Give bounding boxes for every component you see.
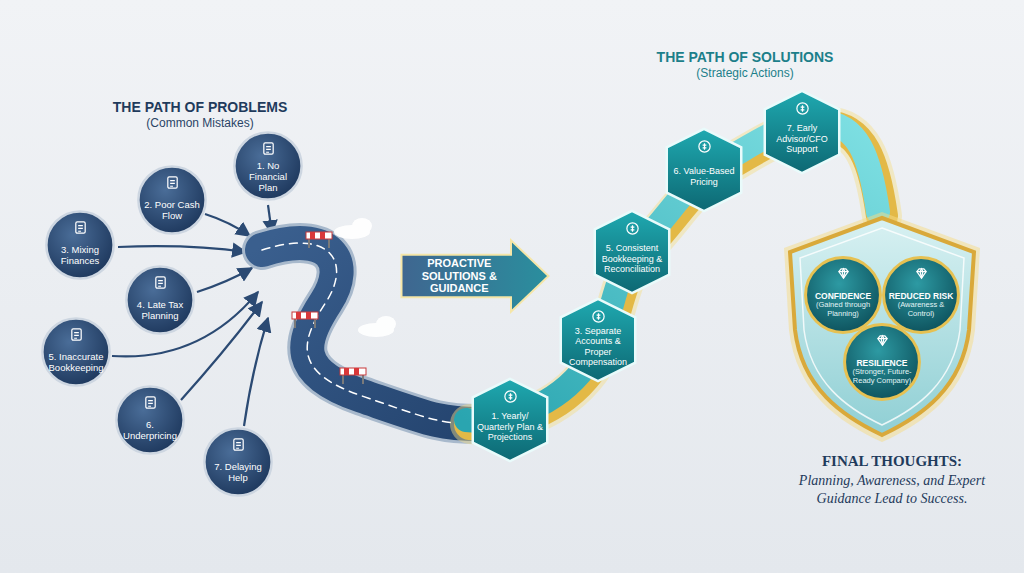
shape-fill [126,266,193,333]
shape-fill [138,166,205,233]
node-label: CONFIDENCE [815,292,871,302]
problem-circle: 6. Underpricing [115,385,185,455]
benefit-circle: REDUCED RISK(Awareness & Control) [882,256,960,334]
node-label: 6. Underpricing [121,420,180,442]
pointer-arrow [197,268,252,292]
shape-fill [46,211,113,278]
problem-circle: 5. Inaccurate Bookkeeping [41,317,111,387]
shape-fill [765,91,839,173]
solution-hexagon: 7. Early Advisor/CFO Support [764,90,840,174]
node-icon [69,327,84,342]
node-content: PROACTIVE SOLUTIONS & GUIDANCE [408,252,512,301]
node-icon [73,220,88,235]
node-label: 3. Separate Accounts & Proper Compensati… [565,326,632,367]
node-label: 1. No Financial Plan [239,161,298,194]
section-subheading: (Strategic Actions) [630,66,860,82]
shape-fill [42,318,109,385]
final-thoughts-heading: FINAL THOUGHTS: [767,452,1017,472]
node-label: 4. Late Tax Planning [131,300,190,322]
node-label: REDUCED RISK [889,292,954,302]
node-label: 5. Consistent Bookkeeping & Reconciliati… [599,243,666,274]
problem-circle: 3. Mixing Finances [45,210,115,280]
node-label: 1. Yearly/ Quarterly Plan & Projections [477,411,544,442]
node-icon [625,221,640,236]
node-content: 4. Late Tax Planning [131,293,190,329]
node-content: 6. Value-Based Pricing [671,155,738,199]
shape-fill [806,258,881,333]
benefit-circle: RESILIENCE(Stronger, Future-Ready Compan… [843,323,921,401]
final-thoughts-text: Planning, Awareness, and Expert Guidance… [772,472,1012,508]
node-icon [153,275,168,290]
node-icon [795,101,810,116]
node-icon [697,139,712,154]
shape-fill [473,379,547,461]
pointer-arrow [181,302,262,400]
node-label: 3. Mixing Finances [51,245,110,267]
node-label: 7. Early Advisor/CFO Support [769,123,836,154]
node-label: RESILIENCE [856,359,907,369]
shape-fill [884,258,959,333]
shape-fill [402,240,549,311]
node-sublabel: (Awareness & Control) [888,301,954,318]
solution-hexagon: 6. Value-Based Pricing [666,128,742,212]
node-label: 6. Value-Based Pricing [671,166,738,187]
node-content: 1. No Financial Plan [239,159,298,195]
problem-circle: 2. Poor Cash Flow [137,165,207,235]
shape-fill [667,129,741,211]
pointer-arrow [244,318,268,426]
node-content: 6. Underpricing [121,413,180,449]
pointer-arrow [205,214,250,236]
guidance-arrow: PROACTIVE SOLUTIONS & GUIDANCE [400,238,550,314]
shape-fill [204,428,271,495]
node-label: PROACTIVE SOLUTIONS & GUIDANCE [408,257,512,295]
node-content: REDUCED RISK(Awareness & Control) [888,284,954,326]
benefit-circle: CONFIDENCE(Gained through Planning) [804,256,882,334]
problem-circle: 1. No Financial Plan [233,131,303,201]
shield [784,212,980,442]
node-icon [261,141,276,156]
node-icon [165,175,180,190]
node-content: 7. Early Advisor/CFO Support [769,117,836,161]
problem-circle: 7. Delaying Help [203,427,273,497]
node-label: 5. Inaccurate Bookkeeping [47,352,106,374]
node-icon [914,266,929,281]
node-content: 1. Yearly/ Quarterly Plan & Projections [477,405,544,449]
solution-hexagon: 3. Separate Accounts & Proper Compensati… [560,298,636,382]
solution-hexagon: 5. Consistent Bookkeeping & Reconciliati… [594,210,670,294]
node-content: 3. Separate Accounts & Proper Compensati… [565,325,632,369]
section-heading: THE PATH OF SOLUTIONS [630,48,860,66]
node-content: CONFIDENCE(Gained through Planning) [810,284,876,326]
node-label: 2. Poor Cash Flow [143,200,202,222]
node-content: 2. Poor Cash Flow [143,193,202,229]
road-barriers [292,232,366,384]
shape-fill [561,299,635,381]
shape-fill [845,325,920,400]
node-label: 7. Delaying Help [209,462,268,484]
node-content: 7. Delaying Help [209,455,268,491]
node-icon [875,333,890,348]
clouds [334,218,396,337]
section-subheading: (Common Mistakes) [90,116,310,132]
node-icon [143,395,158,410]
node-sublabel: (Stronger, Future-Ready Company) [849,368,915,385]
node-content: 5. Consistent Bookkeeping & Reconciliati… [599,237,666,281]
shape-fill [595,211,669,293]
node-content: 3. Mixing Finances [51,238,110,274]
node-icon [231,437,246,452]
problem-circle: 4. Late Tax Planning [125,265,195,335]
section-heading: THE PATH OF PROBLEMS [90,98,310,116]
solution-hexagon: 1. Yearly/ Quarterly Plan & Projections [472,378,548,462]
node-icon [503,389,518,404]
pointer-arrow [118,246,246,252]
shape-fill [116,386,183,453]
node-content: 5. Inaccurate Bookkeeping [47,345,106,381]
node-sublabel: (Gained through Planning) [810,301,876,318]
shape-fill [234,132,301,199]
node-icon [836,266,851,281]
node-icon [591,309,606,324]
node-content: RESILIENCE(Stronger, Future-Ready Compan… [849,351,915,393]
